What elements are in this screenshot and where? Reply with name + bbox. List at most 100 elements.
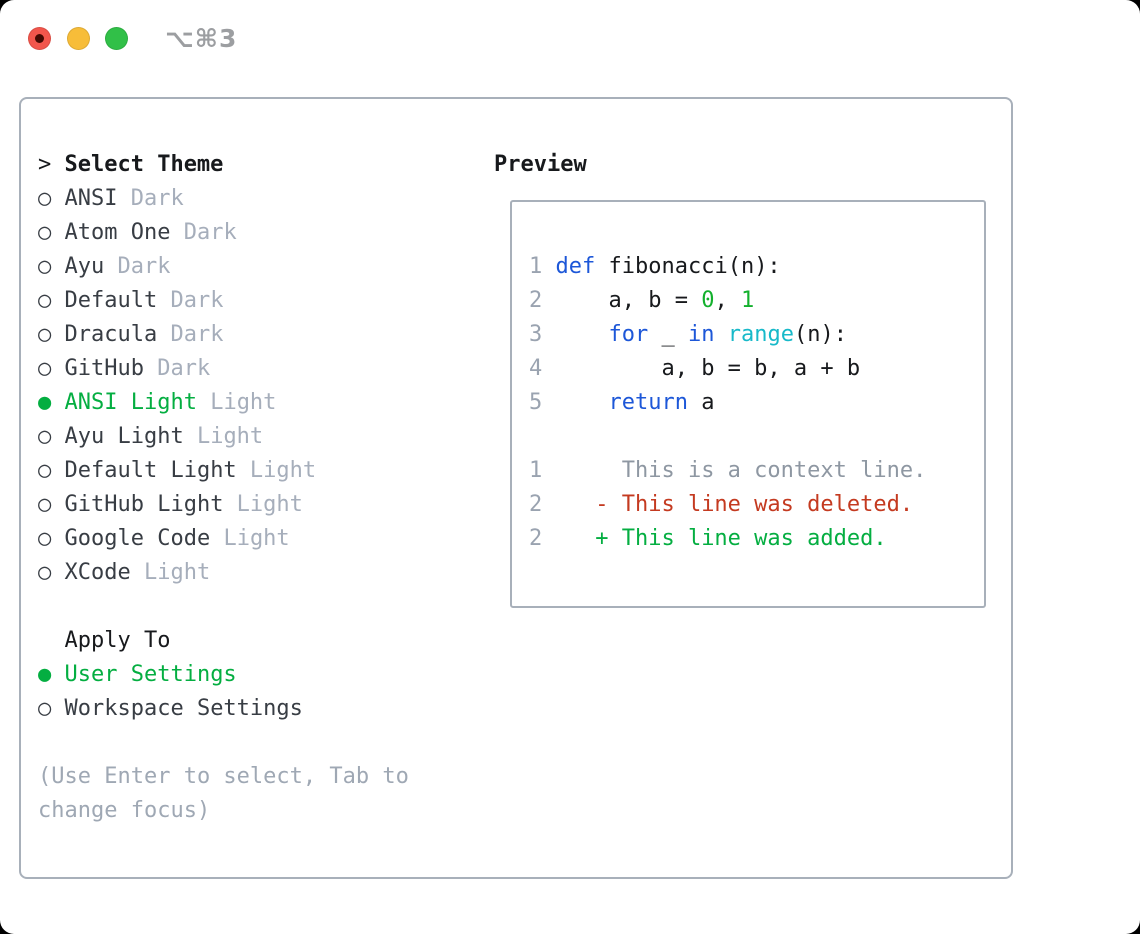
apply-item-workspace-settings[interactable]: ○ Workspace Settings — [38, 692, 409, 726]
preview-heading: Preview — [494, 152, 587, 177]
code-segment: (n): — [793, 322, 847, 347]
code-line: 1 def fibonacci(n): — [529, 250, 860, 284]
code-segment — [714, 322, 727, 347]
radio-icon: ○ — [38, 254, 52, 279]
theme-item-atom-one[interactable]: ○ Atom One Dark — [38, 216, 409, 250]
code-segment: fibonacci(n): — [595, 254, 781, 279]
code-segment: , — [714, 288, 741, 313]
code-segment — [542, 322, 608, 347]
line-number: 5 — [529, 390, 543, 415]
apply-list: ● User Settings○ Workspace Settings — [38, 658, 409, 726]
code-segment: def — [555, 254, 596, 279]
prompt-icon: > — [38, 152, 52, 177]
variant-badge: Dark — [143, 356, 211, 381]
main-panel — [19, 97, 1013, 879]
radio-icon: ○ — [38, 424, 52, 449]
line-number: 3 — [529, 322, 543, 347]
line-number: 1 — [529, 458, 543, 483]
diff-preview: 1 This is a context line. 2 - This line w… — [529, 454, 926, 556]
code-segment — [542, 390, 608, 415]
hint-line-1: (Use Enter to select, Tab to — [38, 764, 409, 789]
option-label: GitHub Light — [51, 492, 224, 517]
theme-item-ayu-light[interactable]: ○ Ayu Light Light — [38, 420, 409, 454]
variant-badge: Light — [130, 560, 211, 585]
zoom-button[interactable] — [105, 27, 128, 50]
variant-badge: Light — [196, 390, 277, 415]
theme-selector-column: >Select Theme ○ ANSI Dark○ Atom One Dark… — [38, 148, 409, 828]
window-title: ⌥⌘3 — [165, 24, 238, 53]
code-segment: + This line was added. — [542, 526, 887, 551]
code-line: 3 for _ in range(n): — [529, 318, 860, 352]
option-label: GitHub — [51, 356, 144, 381]
option-label: User Settings — [51, 662, 237, 687]
code-segment: range — [727, 322, 794, 347]
code-line: 1 This is a context line. — [529, 454, 926, 488]
code-segment: 1 — [740, 288, 755, 313]
apply-item-user-settings[interactable]: ● User Settings — [38, 658, 409, 692]
theme-item-ansi[interactable]: ○ ANSI Dark — [38, 182, 409, 216]
variant-badge: Light — [210, 526, 290, 551]
code-segment: for — [608, 322, 649, 347]
variant-badge: Light — [183, 424, 264, 449]
option-label: Google Code — [51, 526, 211, 551]
line-number: 2 — [529, 526, 543, 551]
code-segment: in — [687, 322, 715, 347]
select-theme-label: Select Theme — [64, 152, 224, 177]
apply-to-heading: Apply To — [38, 624, 409, 658]
option-label: XCode — [51, 560, 131, 585]
code-segment: a — [687, 390, 715, 415]
line-number: 4 — [529, 356, 543, 381]
option-label: ANSI — [51, 186, 118, 211]
radio-icon: ○ — [38, 322, 52, 347]
option-label: ANSI Light — [51, 390, 197, 415]
option-label: Workspace Settings — [51, 696, 303, 721]
theme-item-default[interactable]: ○ Default Dark — [38, 284, 409, 318]
theme-item-ayu[interactable]: ○ Ayu Dark — [38, 250, 409, 284]
radio-selected-icon: ● — [38, 390, 52, 415]
minimize-button[interactable] — [67, 27, 90, 50]
radio-icon: ○ — [38, 492, 52, 517]
option-label: Dracula — [51, 322, 158, 347]
code-segment: _ — [648, 322, 688, 347]
radio-icon: ○ — [38, 220, 52, 245]
theme-item-github-light[interactable]: ○ GitHub Light Light — [38, 488, 409, 522]
theme-item-default-light[interactable]: ○ Default Light Light — [38, 454, 409, 488]
code-segment: - This line was deleted. — [542, 492, 914, 517]
close-button[interactable] — [28, 27, 51, 50]
theme-item-xcode[interactable]: ○ XCode Light — [38, 556, 409, 590]
variant-badge: Dark — [170, 220, 237, 245]
theme-item-github[interactable]: ○ GitHub Dark — [38, 352, 409, 386]
line-number: 1 — [529, 254, 543, 279]
code-line: 5 return a — [529, 386, 860, 420]
code-segment: 0 — [701, 288, 715, 313]
titlebar: ⌥⌘3 — [0, 0, 1140, 76]
code-line: 2 a, b = 0, 1 — [529, 284, 860, 318]
option-label: Atom One — [51, 220, 171, 245]
variant-badge: Dark — [104, 254, 171, 279]
code-segment: a, b = — [542, 288, 702, 313]
theme-item-ansi-light[interactable]: ● ANSI Light Light — [38, 386, 409, 420]
option-label: Ayu Light — [51, 424, 184, 449]
line-number: 2 — [529, 288, 543, 313]
theme-item-dracula[interactable]: ○ Dracula Dark — [38, 318, 409, 352]
variant-badge: Dark — [117, 186, 184, 211]
preview-box — [510, 200, 986, 608]
radio-icon: ○ — [38, 526, 52, 551]
radio-icon: ○ — [38, 560, 52, 585]
radio-icon: ○ — [38, 696, 52, 721]
variant-badge: Dark — [157, 322, 224, 347]
code-segment: return — [608, 390, 688, 415]
radio-icon: ○ — [38, 288, 52, 313]
variant-badge: Light — [223, 492, 303, 517]
apply-to-label: Apply To — [64, 628, 171, 653]
select-theme-heading: > Select Theme — [38, 148, 409, 182]
code-segment: This is a context line. — [542, 458, 927, 483]
option-label: Default Light — [51, 458, 237, 483]
close-dot-icon — [35, 34, 44, 43]
radio-selected-icon: ● — [38, 662, 52, 687]
radio-icon: ○ — [38, 186, 52, 211]
theme-item-google-code[interactable]: ○ Google Code Light — [38, 522, 409, 556]
spacer — [38, 590, 409, 624]
